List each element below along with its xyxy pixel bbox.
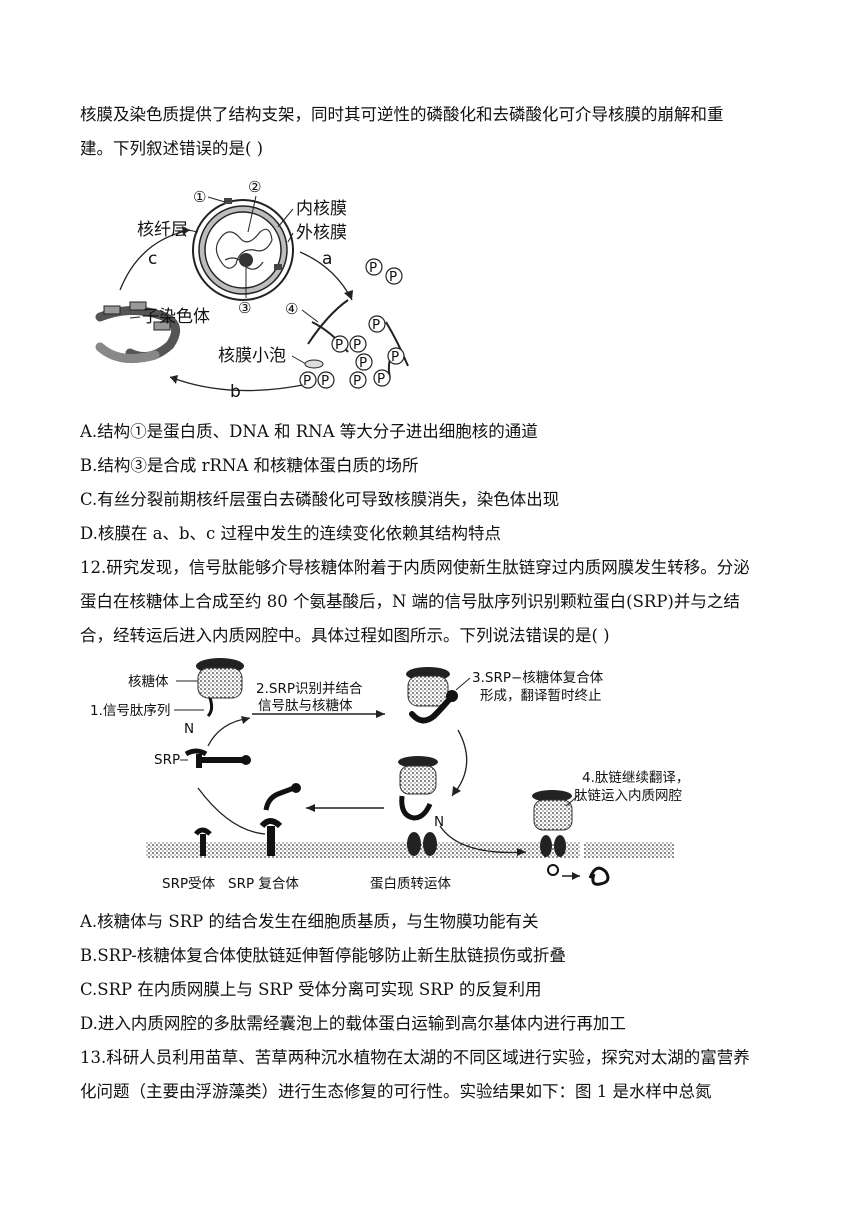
step4-label-1: 4.肽链继续翻译， [582,770,689,786]
srp-complex-label: SRP 复合体 [228,875,299,892]
q12-stem-line-3: 合，经转运后进入内质网腔中。具体过程如图所示。下列说法错误的是( ) [80,626,610,645]
signal-seq-label: 1.信号肽序列 [90,703,170,719]
label-3: ③ [238,299,251,317]
er-membrane-right [584,842,674,858]
translocon-complex [398,756,438,856]
daughter-chromosome-label: 子染色体 [142,307,210,327]
step4-arrow [439,825,527,854]
outer-membrane-label: 外核膜 [296,223,347,243]
svg-text:P: P [369,260,377,276]
q13-stem-line-2: 化问题（主要由浮游藻类）进行生态修复的可行性。实验结果如下：图 1 是水样中总氮 [80,1082,712,1101]
q13-stem-line-1: 13.科研人员利用苗草、苦草两种沉水植物在太湖的不同区域进行实验，探究对太湖的富… [80,1048,750,1067]
q11-option-a: A.结构①是蛋白质、DNA 和 RNA 等大分子进出细胞核的通道 [80,422,538,441]
lamina-label: 核纤层 [137,220,188,240]
svg-text:P: P [372,317,380,333]
arrow-c-label: c [148,249,157,269]
q12-option-c: C.SRP 在内质网膜上与 SRP 受体分离可实现 SRP 的反复利用 [80,980,542,999]
srp-complex [259,783,301,856]
q12-option-a: A.核糖体与 SRP 的结合发生在细胞质基质，与生物膜功能有关 [80,912,539,931]
q11-option-b: B.结构③是合成 rRNA 和核糖体蛋白质的场所 [80,456,419,475]
ribosome-1 [196,658,244,718]
svg-text:P: P [391,349,399,365]
svg-text:P: P [303,373,311,389]
folded-peptide [588,866,610,886]
arrow-b-label: b [230,382,241,402]
ribosome-translating [532,790,573,876]
vesicle-label: 核膜小泡 [218,346,286,366]
step3-label-1: 3.SRP−核糖体复合体 [472,669,604,686]
step2-label-1: 2.SRP识别并结合 [256,681,363,697]
q12-option-b: B.SRP-核糖体复合体使肽链延伸暂停能够防止新生肽链损伤或折叠 [80,946,566,965]
cycle-arrow-lower [197,787,266,835]
svg-text:P: P [353,337,361,353]
svg-text:P: P [321,373,329,389]
q11-option-c: C.有丝分裂前期核纤层蛋白去磷酸化可导致核膜消失，染色体出现 [80,490,560,509]
label-4: ④ [285,300,298,318]
er-membrane [146,842,580,858]
n-term-label-1: N [184,721,194,737]
arrow-b [169,376,309,392]
svg-text:P: P [335,337,343,353]
step3-arrow [451,729,468,797]
step3-label-2: 形成，翻译暂时终止 [480,688,602,704]
svg-text:P: P [377,371,385,387]
step2-label-2: 信号肽与核糖体 [258,698,353,714]
ribosome-label: 核糖体 [128,674,169,690]
q11-stem-line-1: 核膜及染色质提供了结构支架，同时其可逆性的磷酸化和去磷酸化可介导核膜的崩解和重 [80,105,724,124]
q12-stem-line-2: 蛋白在核糖体上合成至约 80 个氨基酸后，N 端的信号肽序列识别颗粒蛋白(SRP… [80,592,740,611]
srp-receptor [194,827,212,856]
q12-stem-line-1: 12.研究发现，信号肽能够介导核糖体附着于内质网使新生肽链穿过内质网膜发生转移。… [80,558,750,577]
q12-option-d: D.进入内质网腔的多肽需经囊泡上的载体蛋白运输到高尔基体内进行再加工 [80,1014,626,1033]
srp-particle [184,748,251,768]
srp-label: SRP [154,752,180,768]
inner-membrane-label: 内核膜 [296,199,347,219]
q11-option-d: D.核膜在 a、b、c 过程中发生的连续变化依赖其结构特点 [80,524,502,543]
step4-label-2: 肽链运入内质网腔 [574,788,682,804]
phosphate-group: P P P P P P P P P P P [299,258,405,389]
srp-receptor-label: SRP受体 [162,876,216,892]
svg-text:P: P [353,373,361,389]
srp-pathway-figure: 核糖体 1.信号肽序列 N 2.SRP识别并结合 信号肽与核糖体 3.SRP−核… [90,658,689,892]
pore-complex-2 [274,264,282,270]
label-1: ① [193,188,206,206]
arrow-a-label: a [322,249,332,269]
nucleolus [239,253,253,267]
ribosome-srp-complex [406,667,458,724]
label-2: ② [248,178,261,196]
arrow-c [119,229,191,291]
q11-stem-line-2: 建。下列叙述错误的是( ) [80,139,264,158]
translocon-label: 蛋白质转运体 [370,876,451,892]
svg-text:P: P [389,269,397,285]
pore-complex [224,198,232,204]
nuclear-envelope-cycle-figure: ① ② ③ 内核膜 外核膜 核纤层 c a b 子染色体 ④ P P P P P… [95,178,409,402]
n-term-label-2: N [434,814,444,830]
svg-text:P: P [359,355,367,371]
chromatin [215,228,273,269]
